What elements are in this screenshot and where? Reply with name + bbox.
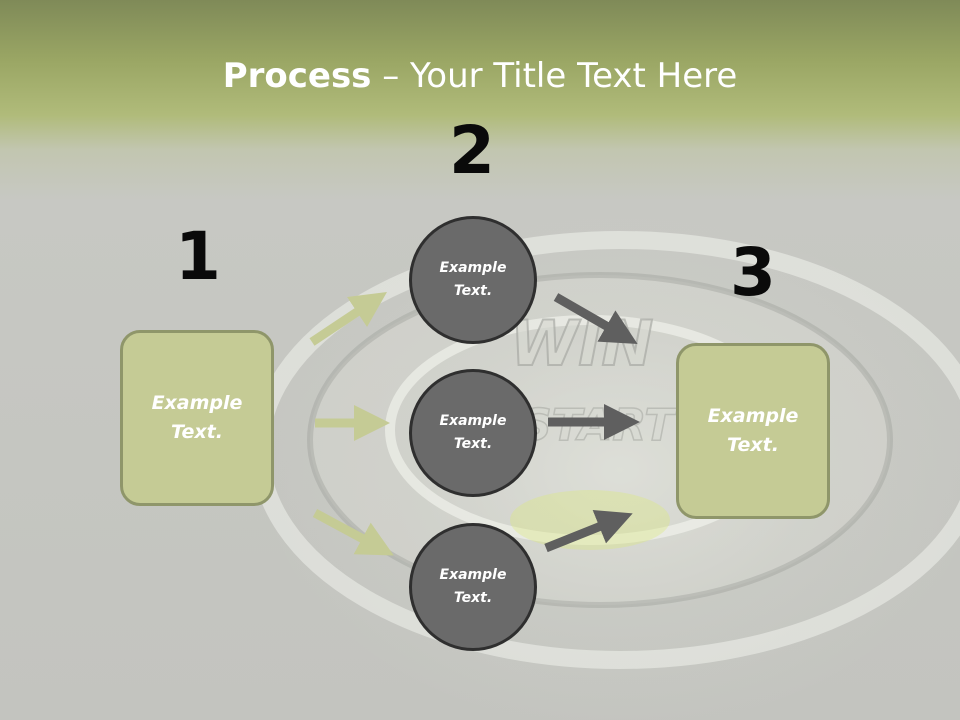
title-rest: – Your Title Text Here <box>371 56 738 96</box>
arrow-1-to-2-bottom <box>312 509 394 556</box>
step-3-text: Example Text. <box>707 405 799 456</box>
step-number-3: 3 <box>730 234 776 311</box>
slide-title: Process – Your Title Text Here <box>0 54 960 98</box>
arrow-2-top-to-3 <box>553 293 638 344</box>
step-number-2: 2 <box>449 112 495 189</box>
step-3-box: Example Text. <box>676 343 830 519</box>
title-bold: Process <box>222 56 372 96</box>
step-2-circle-middle: Example Text. <box>409 369 537 497</box>
arrow-2-bottom-to-3 <box>544 509 633 553</box>
step-1-text: Example Text. <box>151 392 243 443</box>
step-2-text-bottom: Example Text. <box>439 567 507 606</box>
arrow-1-to-2-top <box>309 292 387 346</box>
step-2-text-top: Example Text. <box>439 260 507 299</box>
step-1-box: Example Text. <box>120 330 274 506</box>
step-2-circle-bottom: Example Text. <box>409 523 537 651</box>
step-number-1: 1 <box>175 218 221 295</box>
step-2-text-middle: Example Text. <box>439 413 507 452</box>
step-2-circle-top: Example Text. <box>409 216 537 344</box>
